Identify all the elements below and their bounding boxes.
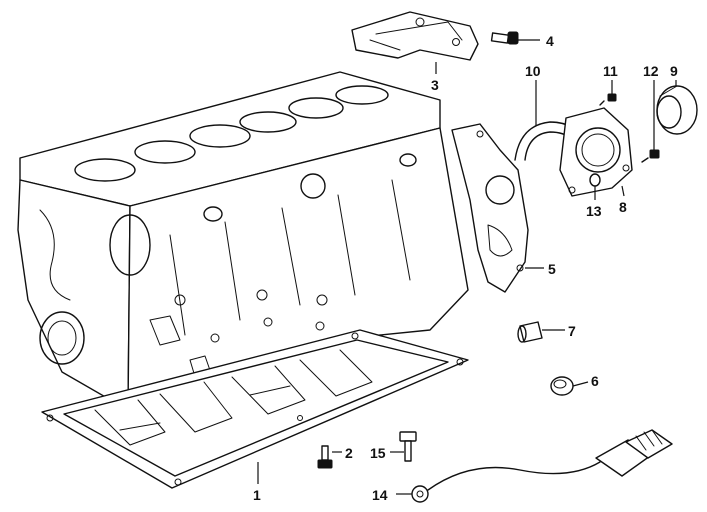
callout-7: 7 xyxy=(568,323,576,339)
leader-lines xyxy=(257,39,677,495)
seal-carrier xyxy=(559,107,633,197)
callout-12: 12 xyxy=(643,63,659,79)
bracket-bolt xyxy=(490,31,519,45)
callout-13: 13 xyxy=(586,203,602,219)
engine-mount-bracket xyxy=(351,11,479,61)
screw-11 xyxy=(599,93,617,106)
radial-seal-ring xyxy=(656,85,698,135)
callout-2: 2 xyxy=(345,445,353,461)
screw-12 xyxy=(641,149,660,163)
callout-9: 9 xyxy=(670,63,678,79)
dowel-sleeve xyxy=(589,173,601,187)
callout-14: 14 xyxy=(372,487,388,503)
plug-6 xyxy=(550,376,574,396)
callout-labels: 1 2 3 4 5 6 7 8 9 10 11 12 13 14 15 xyxy=(253,33,678,503)
callout-6: 6 xyxy=(591,373,599,389)
callout-11: 11 xyxy=(603,63,618,79)
callout-8: 8 xyxy=(619,199,627,215)
callout-10: 10 xyxy=(525,63,541,79)
bolt-15 xyxy=(399,431,417,462)
knock-sensor xyxy=(411,429,673,503)
callout-3: 3 xyxy=(431,77,439,93)
oil-pan-gasket xyxy=(41,329,469,489)
engine-block xyxy=(17,71,469,411)
callout-4: 4 xyxy=(546,33,554,49)
callout-1: 1 xyxy=(253,487,261,503)
bolt-2 xyxy=(317,445,333,469)
callout-5: 5 xyxy=(548,261,556,277)
callout-15: 15 xyxy=(370,445,386,461)
end-cover-gasket xyxy=(451,123,529,293)
plug-7 xyxy=(517,321,543,343)
